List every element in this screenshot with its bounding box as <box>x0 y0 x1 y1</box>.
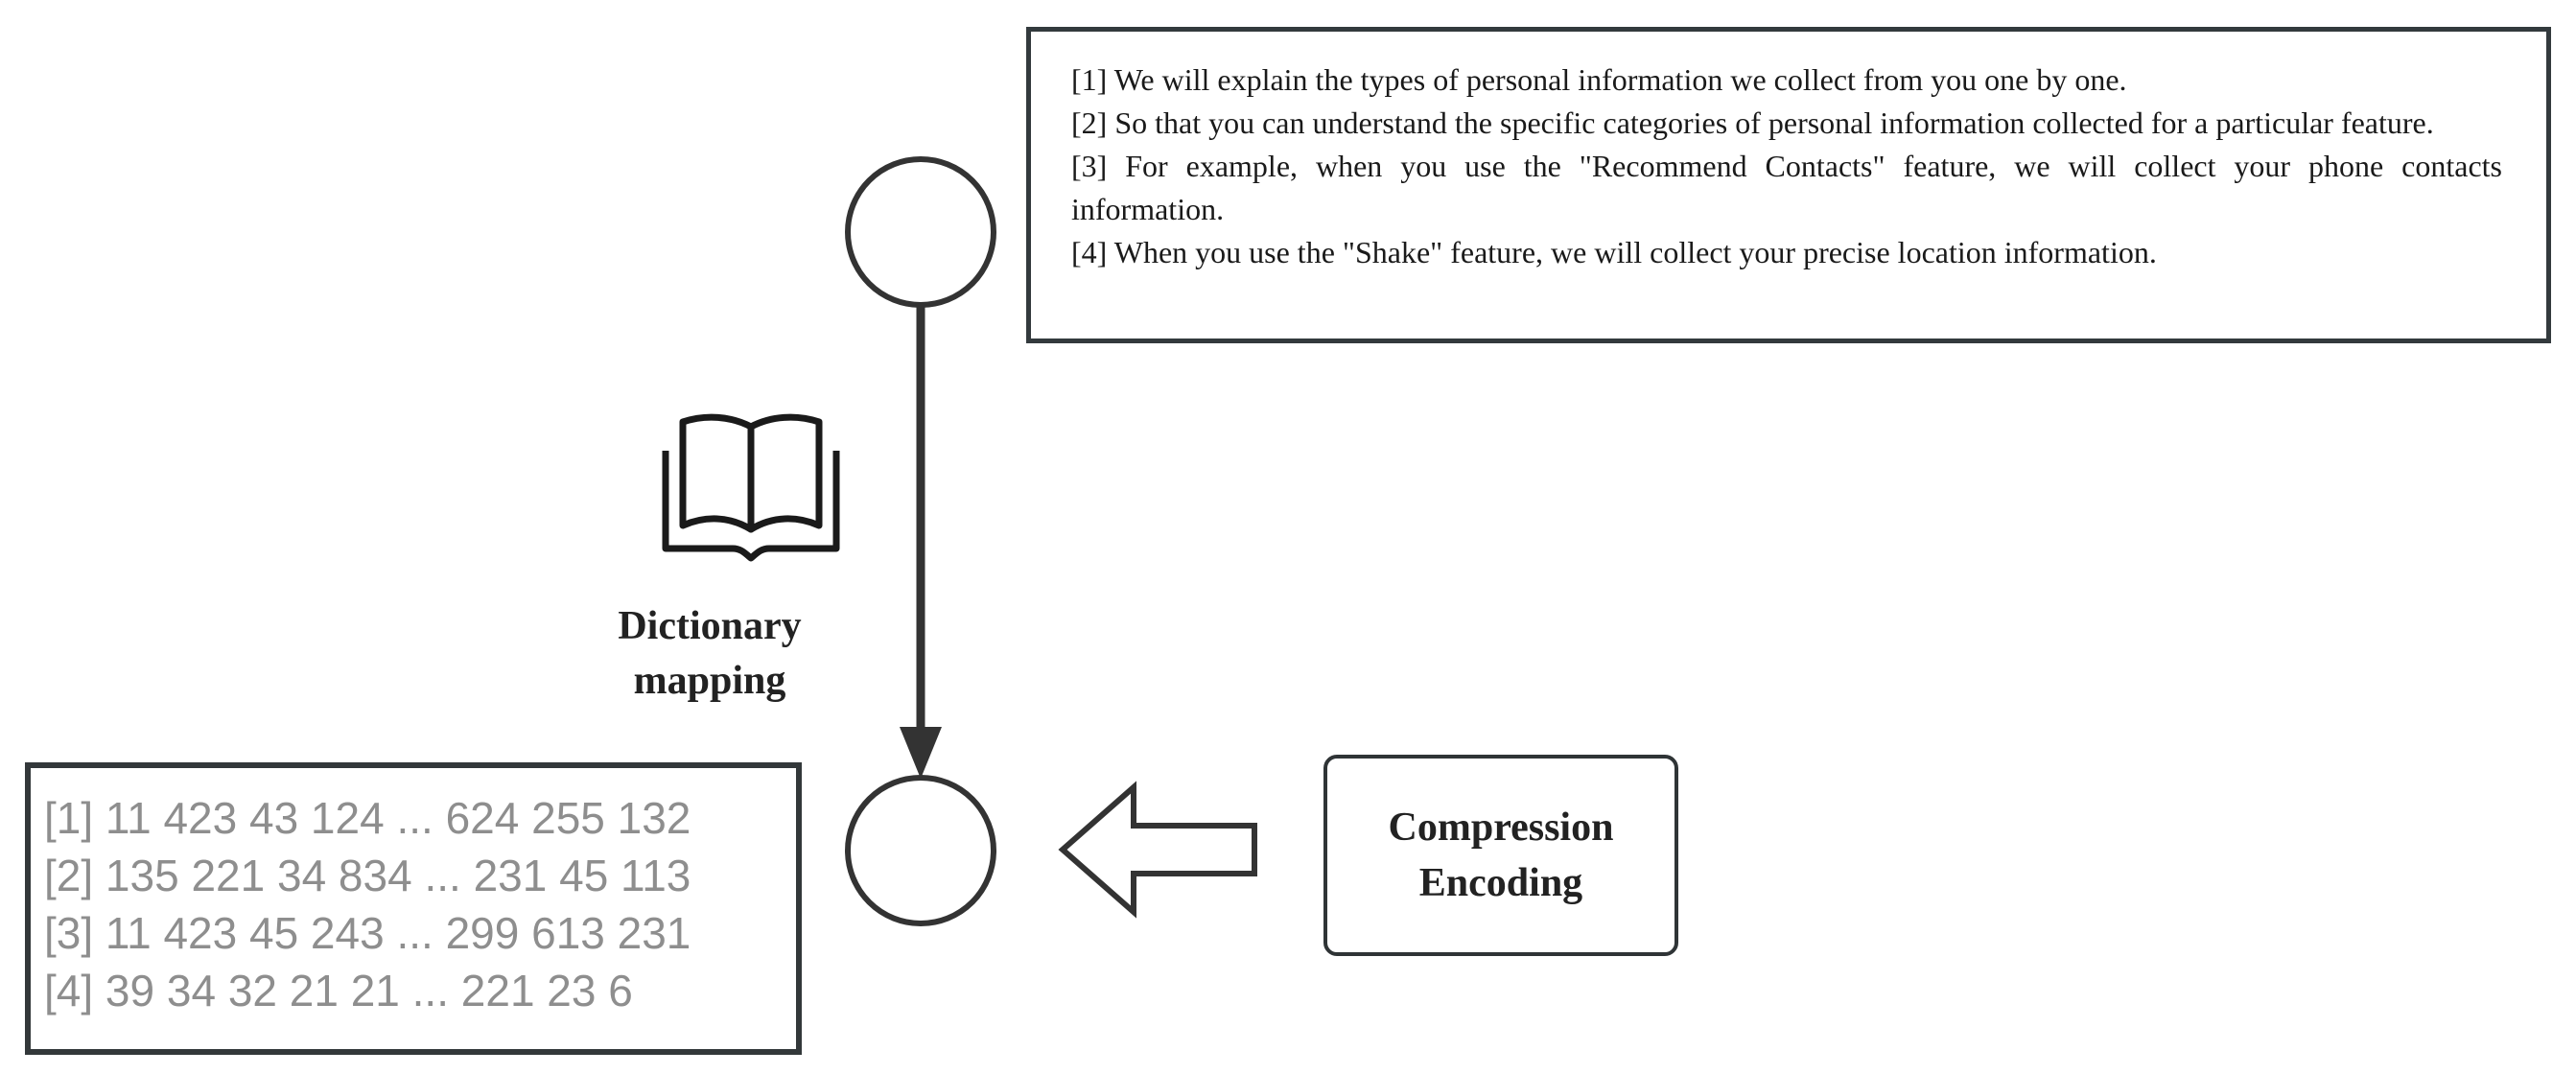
book-icon <box>662 413 840 562</box>
dictionary-label-line-1: Dictionary <box>618 604 802 648</box>
mapping-edge-arrowhead <box>900 727 942 779</box>
policy-line-3: [3] For example, when you use the "Recom… <box>1071 149 2502 226</box>
hollow-left-arrow-icon <box>1058 781 1257 919</box>
dictionary-mapping-label: Dictionary mapping <box>575 599 844 709</box>
dictionary-label-line-2: mapping <box>633 659 786 703</box>
encoded-line-4: [4] 39 34 32 21 21 ... 221 23 6 <box>44 966 633 1016</box>
encoded-text-box: [1] 11 423 43 124 ... 624 255 132 [2] 13… <box>25 762 802 1055</box>
compression-label-line-1: Compression <box>1388 806 1614 850</box>
policy-line-2: [2] So that you can understand the speci… <box>1071 105 2434 140</box>
policy-line-1: [1] We will explain the types of persona… <box>1071 62 2127 97</box>
encoded-line-2: [2] 135 221 34 834 ... 231 45 113 <box>44 851 691 900</box>
policy-line-4: [4] When you use the "Shake" feature, we… <box>1071 235 2157 269</box>
source-node-circle <box>845 156 996 308</box>
encoded-line-1: [1] 11 423 43 124 ... 624 255 132 <box>44 793 691 843</box>
policy-text-box: [1] We will explain the types of persona… <box>1026 27 2551 343</box>
encoded-line-3: [3] 11 423 45 243 ... 299 613 231 <box>44 908 691 958</box>
target-node-circle <box>845 775 996 926</box>
compression-encoding-box: Compression Encoding <box>1323 755 1678 956</box>
compression-label-line-2: Encoding <box>1418 861 1583 905</box>
